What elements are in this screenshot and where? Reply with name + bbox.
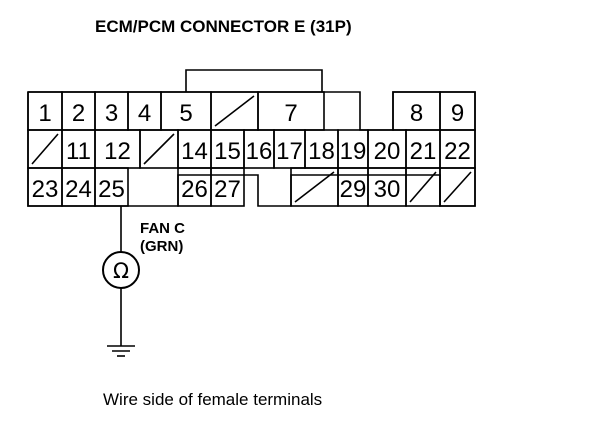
diagram-title: ECM/PCM CONNECTOR E (31P) bbox=[95, 17, 352, 36]
terminal-number: 15 bbox=[214, 138, 241, 165]
diagram-caption: Wire side of female terminals bbox=[103, 390, 322, 409]
terminal-number: 2 bbox=[72, 100, 85, 127]
terminal-number: 21 bbox=[410, 138, 437, 165]
terminal-number: 3 bbox=[105, 100, 118, 127]
empty-terminal-slash bbox=[143, 133, 175, 165]
terminal-cell bbox=[94, 167, 129, 207]
terminal-cell bbox=[439, 167, 476, 207]
terminal-number: 26 bbox=[181, 176, 208, 203]
terminal-number: 27 bbox=[214, 176, 241, 203]
ohm-symbol: Ω bbox=[113, 259, 129, 283]
terminal-number: 24 bbox=[65, 176, 92, 203]
empty-terminal-slash bbox=[31, 133, 59, 165]
terminal-cell bbox=[210, 167, 245, 207]
terminal-number: 8 bbox=[410, 100, 423, 127]
terminal-number: 23 bbox=[32, 176, 59, 203]
empty-terminal-slash bbox=[443, 171, 472, 203]
terminal-number: 29 bbox=[340, 176, 367, 203]
connector-lock-tab bbox=[185, 69, 323, 92]
ground-icon bbox=[107, 345, 135, 357]
empty-terminal-slash bbox=[409, 171, 437, 203]
terminal-number: 18 bbox=[308, 138, 335, 165]
terminal-number: 22 bbox=[444, 138, 471, 165]
terminal-number: 19 bbox=[340, 138, 367, 165]
terminal-number: 14 bbox=[181, 138, 208, 165]
terminal-number: 25 bbox=[98, 176, 125, 203]
wire-color-label: (GRN) bbox=[140, 238, 183, 255]
empty-terminal-slash bbox=[214, 95, 255, 127]
terminal-number: 1 bbox=[38, 100, 51, 127]
wiring bbox=[102, 206, 140, 357]
terminal-number: 12 bbox=[104, 138, 131, 165]
terminal-number: 7 bbox=[284, 100, 297, 127]
terminal-number: 20 bbox=[374, 138, 401, 165]
terminal-number: 16 bbox=[246, 138, 273, 165]
terminal-number: 4 bbox=[138, 100, 151, 127]
terminal-number: 9 bbox=[451, 100, 464, 127]
wire-name-label: FAN C bbox=[140, 220, 185, 237]
terminal-number: 11 bbox=[66, 138, 91, 165]
terminal-number: 30 bbox=[374, 176, 401, 203]
terminal-number: 17 bbox=[276, 138, 303, 165]
terminal-number: 5 bbox=[179, 100, 192, 127]
empty-terminal-slash bbox=[294, 171, 335, 203]
